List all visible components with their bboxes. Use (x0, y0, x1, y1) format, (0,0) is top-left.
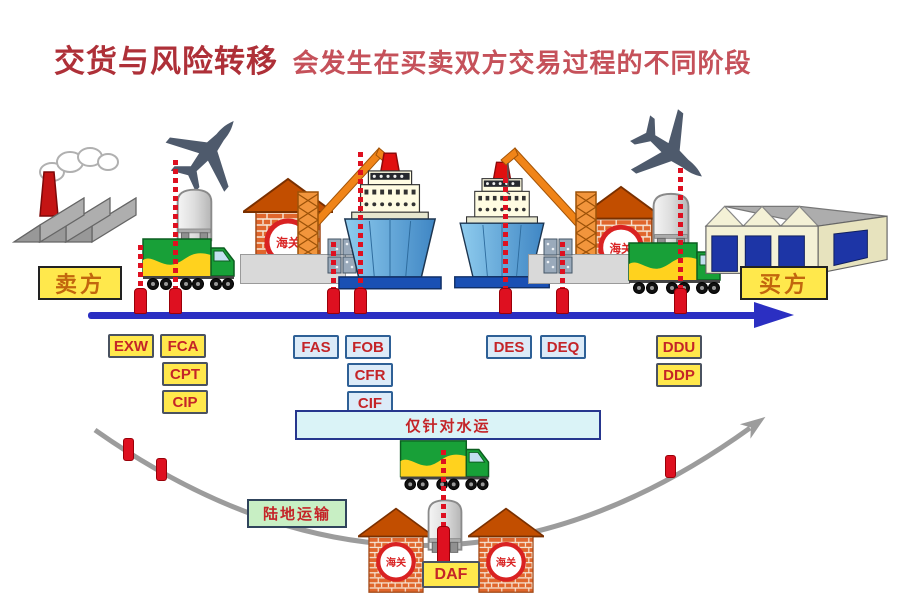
risk-line-fob (358, 152, 363, 288)
risk-line-deq (560, 242, 565, 288)
page-title: 交货与风险转移 会发生在买卖双方交易过程的不同阶段 (54, 36, 751, 81)
term-box-fob: FOB (345, 335, 391, 359)
risk-line-ddu (678, 168, 683, 288)
cargo-ship-icon (336, 150, 444, 292)
truck-icon (142, 234, 237, 294)
buyer-label: 买方 (740, 266, 828, 300)
term-box-cpt: CPT (162, 362, 208, 386)
risk-line-daf (441, 450, 446, 528)
term-box-fas: FAS (293, 335, 339, 359)
curve-marker (156, 458, 167, 481)
term-box-deq: DEQ (540, 335, 586, 359)
title-emphasis: 交货与风险转移 (54, 44, 278, 79)
risk-marker-exw (134, 288, 147, 314)
term-box-des: DES (486, 335, 532, 359)
curve-marker (123, 438, 134, 461)
risk-marker-daf (437, 526, 450, 564)
risk-line-des (503, 178, 508, 288)
risk-marker-deq (556, 288, 569, 314)
term-box-fca: FCA (160, 334, 206, 358)
term-box-cfr: CFR (347, 363, 393, 387)
term-box-ddp: DDP (656, 363, 702, 387)
curve-marker (665, 455, 676, 478)
trade-timeline-arrow (88, 312, 760, 319)
term-box-daf: DAF (422, 561, 480, 588)
risk-line-fca (173, 160, 178, 288)
seller-label: 卖方 (38, 266, 122, 300)
term-box-cip: CIP (162, 390, 208, 414)
risk-line-fas (331, 242, 336, 288)
risk-marker-ddu (674, 288, 687, 314)
note-land-transport: 陆地运输 (247, 499, 347, 528)
term-box-ddu: DDU (656, 335, 702, 359)
container-stack-icon (543, 238, 573, 274)
risk-marker-fas (327, 288, 340, 314)
risk-marker-des (499, 288, 512, 314)
timeline-arrowhead-icon (754, 302, 794, 328)
note-water-only: 仅针对水运 (295, 410, 601, 440)
risk-marker-fca (169, 288, 182, 314)
risk-line-exw (138, 245, 143, 288)
title-rest: 会发生在买卖双方交易过程的不同阶段 (292, 48, 752, 78)
factory-icon (12, 146, 142, 264)
risk-marker-fob (354, 288, 367, 314)
term-box-exw: EXW (108, 334, 154, 358)
